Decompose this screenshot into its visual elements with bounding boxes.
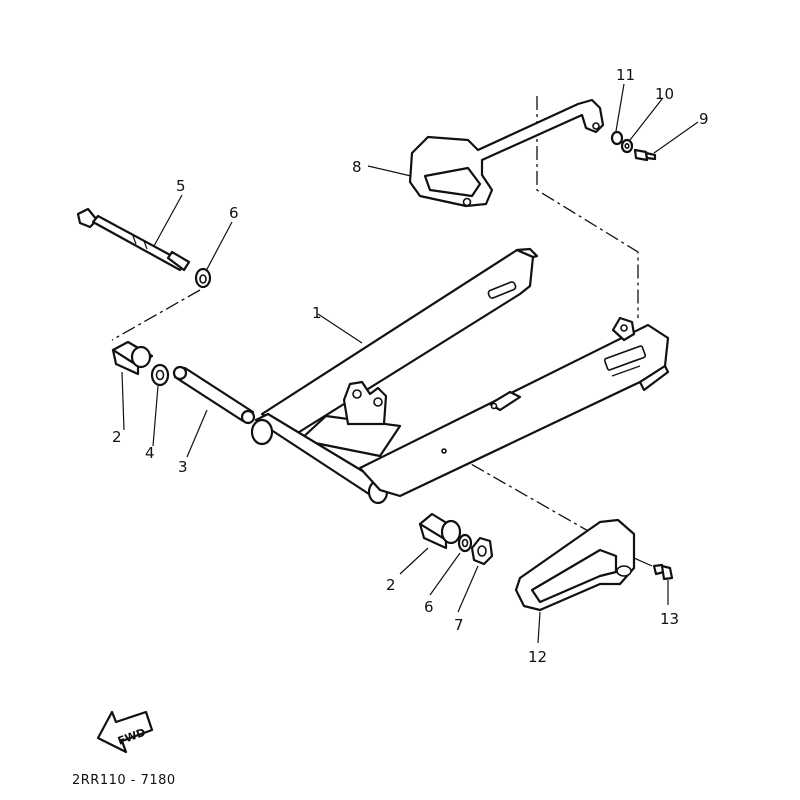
callout-6: 6 bbox=[229, 204, 239, 222]
callout-11: 11 bbox=[616, 66, 635, 84]
assembly-lines bbox=[111, 96, 639, 533]
callout-2: 2 bbox=[112, 428, 122, 446]
part-1-swingarm bbox=[250, 247, 670, 505]
part-6-washer-lower bbox=[457, 533, 473, 553]
part-5-pivot-shaft bbox=[76, 207, 191, 272]
callout-6-second: 6 bbox=[424, 598, 434, 616]
drawing-code: 2RR110 - 7180 bbox=[72, 773, 176, 788]
part-9-bolt bbox=[633, 148, 657, 162]
part-2-bushing-left bbox=[111, 340, 154, 376]
callout-10: 10 bbox=[655, 85, 674, 103]
callout-7: 7 bbox=[454, 616, 464, 634]
callout-3: 3 bbox=[178, 458, 188, 476]
callout-5: 5 bbox=[176, 177, 186, 195]
part-13-screw bbox=[633, 557, 674, 581]
part-10-washer bbox=[620, 138, 634, 154]
part-3-collar bbox=[172, 365, 256, 425]
callout-numbers: 1 2 3 4 5 6 7 8 9 10 11 12 13 2 6 bbox=[112, 66, 709, 666]
part-6-washer-upper bbox=[194, 267, 212, 289]
part-4-thrust-washer bbox=[150, 363, 170, 387]
callout-4: 4 bbox=[145, 444, 155, 462]
part-2-bushing-right bbox=[418, 512, 462, 550]
part-11-washer bbox=[610, 130, 624, 146]
callout-2-second: 2 bbox=[386, 576, 396, 594]
callout-8: 8 bbox=[352, 158, 362, 176]
callout-12: 12 bbox=[528, 648, 547, 666]
part-12-chain-slider bbox=[514, 518, 636, 612]
callout-leaders bbox=[121, 83, 699, 644]
part-8-upper-chain-guard bbox=[408, 98, 605, 208]
fwd-arrow-icon: FWD bbox=[96, 710, 154, 754]
part-7-nut bbox=[470, 536, 494, 566]
callout-13: 13 bbox=[660, 610, 679, 628]
callout-9: 9 bbox=[699, 110, 709, 128]
callout-1: 1 bbox=[312, 304, 322, 322]
